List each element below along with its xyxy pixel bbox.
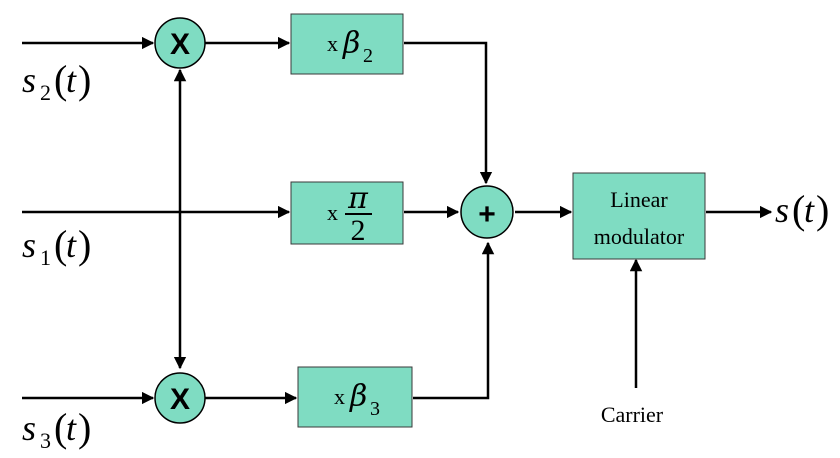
wire-beta3-to-summer <box>413 241 495 400</box>
s3-close-paren: ) <box>78 405 91 450</box>
carrier-label: Carrier <box>601 402 664 427</box>
output-label: s ( t ) <box>775 187 829 232</box>
s1-symbol: s <box>22 225 36 265</box>
output-symbol: s <box>775 190 789 230</box>
s3-symbol: s <box>22 408 36 448</box>
gain-beta3-subscript: 3 <box>370 398 380 420</box>
summer-sign: + <box>478 198 496 231</box>
summer-node: + <box>460 185 514 239</box>
gain-block-pi-half: x π 2 <box>290 181 404 247</box>
s3-argument: t <box>66 408 77 448</box>
gain-beta2-prefix: x <box>327 31 338 56</box>
output-open-paren: ( <box>792 187 805 232</box>
s2-close-paren: ) <box>78 57 91 102</box>
s2-open-paren: ( <box>54 57 67 102</box>
input-label-s3: s 3 ( t ) <box>22 405 91 453</box>
s2-subscript: 2 <box>40 80 51 105</box>
gain-block-beta3: x β 3 <box>297 366 413 428</box>
multiplier-top-circle <box>154 17 206 69</box>
gain-beta3-symbol: β <box>349 379 367 414</box>
gain-pi-half-numerator: π <box>347 181 369 216</box>
gain-beta2-subscript: 2 <box>363 45 373 67</box>
linear-modulator: Linear modulator <box>572 172 706 260</box>
gain-beta3-prefix: x <box>334 384 345 409</box>
modulator-line2: modulator <box>594 224 685 249</box>
multiplier-bottom-sign: X <box>170 383 190 416</box>
output-close-paren: ) <box>816 187 829 232</box>
gain-block-beta3-box <box>297 366 413 428</box>
multiplier-bottom: X <box>154 372 206 424</box>
gain-pi-half-prefix: x <box>327 200 338 225</box>
modulator-line1: Linear <box>610 187 668 212</box>
gain-block-beta2: x β 2 <box>290 13 404 75</box>
s3-subscript: 3 <box>40 428 51 453</box>
s1-subscript: 1 <box>40 245 51 270</box>
multiplier-top-sign: X <box>170 28 190 61</box>
s1-open-paren: ( <box>54 222 67 267</box>
output-argument: t <box>804 190 815 230</box>
summer-circle <box>460 185 514 239</box>
s2-symbol: s <box>22 60 36 100</box>
gain-pi-half-denominator: 2 <box>351 214 366 247</box>
multiplier-top: X <box>154 17 206 69</box>
multiplier-bottom-circle <box>154 372 206 424</box>
wires <box>22 36 773 405</box>
s3-open-paren: ( <box>54 405 67 450</box>
wire-beta2-to-summer <box>404 41 493 185</box>
s1-close-paren: ) <box>78 222 91 267</box>
gain-block-beta2-box <box>290 13 404 75</box>
input-label-s2: s 2 ( t ) <box>22 57 91 105</box>
gain-beta2-symbol: β <box>342 26 360 61</box>
input-label-s1: s 1 ( t ) <box>22 222 91 270</box>
linear-modulator-box <box>572 172 706 260</box>
s2-argument: t <box>66 60 77 100</box>
s1-argument: t <box>66 225 77 265</box>
